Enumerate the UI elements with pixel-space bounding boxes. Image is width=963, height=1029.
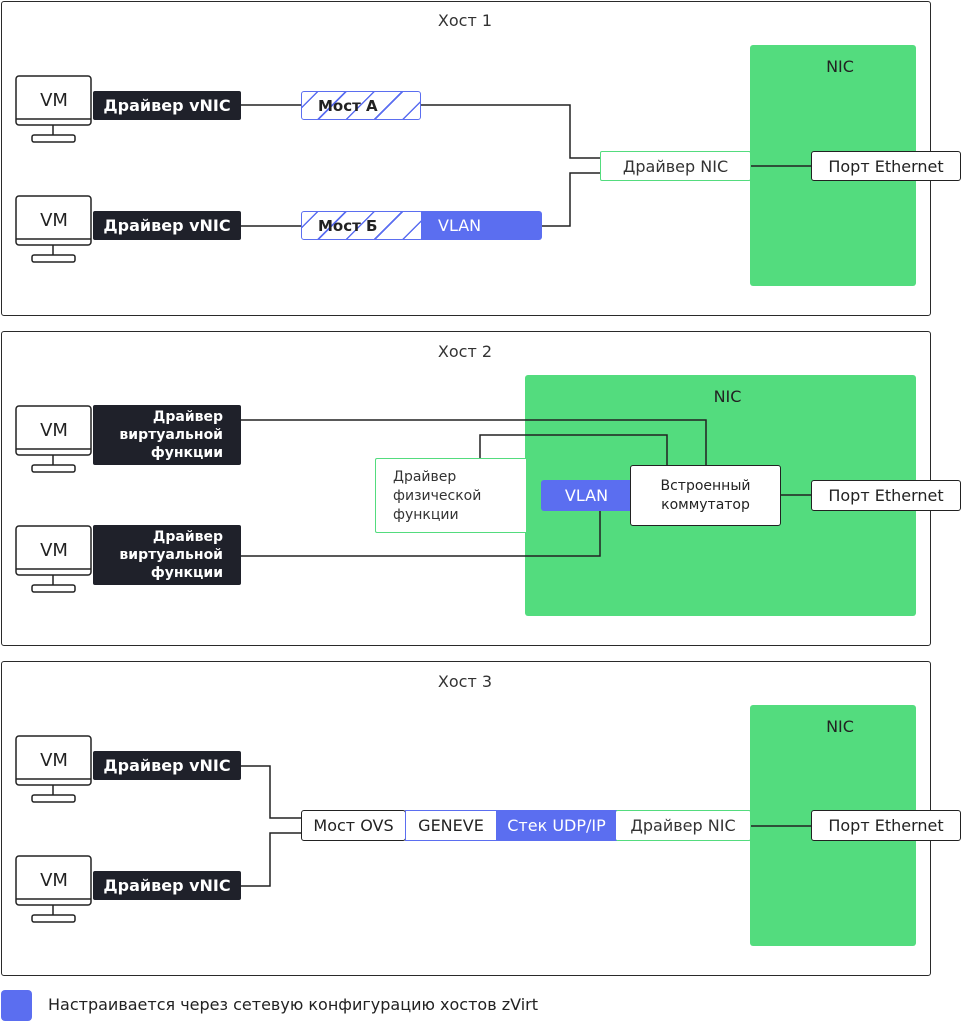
legend-swatch	[1, 990, 32, 1021]
vm-label: VM	[40, 870, 68, 891]
vm-label: VM	[40, 540, 68, 561]
vm-monitor-icon	[15, 855, 93, 925]
vf-driver-line: виртуальной	[119, 547, 223, 563]
vm-monitor-icon	[15, 405, 93, 475]
vlan-box: VLAN	[421, 211, 542, 240]
vf-driver-line: функции	[150, 445, 223, 461]
bridge-a-label: Мост А	[318, 96, 378, 115]
nic-driver: Драйвер NIC	[600, 151, 751, 181]
vnic-driver: Драйвер vNIC	[93, 871, 241, 900]
ethernet-port: Порт Ethernet	[811, 151, 961, 181]
host-1-nic-title: NIC	[826, 57, 854, 76]
switch-line: коммутатор	[661, 496, 750, 513]
ethernet-port: Порт Ethernet	[811, 810, 961, 841]
geneve-box: GENEVE	[405, 810, 497, 841]
vf-driver-line: Драйвер	[152, 529, 223, 545]
pf-driver: Драйвер физической функции	[375, 458, 526, 533]
vm-monitor-icon	[15, 525, 93, 595]
host-2-title: Хост 2	[437, 342, 493, 361]
host-3-title: Хост 3	[437, 672, 493, 691]
vnic-driver: Драйвер vNIC	[93, 211, 241, 240]
bridge-b-label: Мост Б	[318, 216, 378, 235]
vf-driver-line: функции	[150, 565, 223, 581]
bridge-b: Мост Б	[301, 211, 423, 240]
host-3-nic-title: NIC	[826, 717, 854, 736]
vnic-driver: Драйвер vNIC	[93, 751, 241, 780]
udp-ip-stack: Стек UDP/IP	[496, 810, 617, 841]
pf-driver-line: Драйвер	[393, 469, 457, 485]
bridge-a: Мост А	[301, 91, 421, 120]
vm-monitor-icon	[15, 195, 93, 265]
vm-label: VM	[40, 750, 68, 771]
vm-label: VM	[40, 90, 68, 111]
vf-driver: Драйвер виртуальной функции	[93, 405, 241, 465]
vf-driver-line: виртуальной	[119, 427, 223, 443]
vf-driver: Драйвер виртуальной функции	[93, 525, 241, 585]
vf-driver-line: Драйвер	[152, 409, 223, 425]
ethernet-port: Порт Ethernet	[811, 480, 961, 511]
vm-label: VM	[40, 210, 68, 231]
legend-text: Настраивается через сетевую конфигурацию…	[48, 995, 539, 1014]
ovs-bridge: Мост OVS	[301, 810, 406, 841]
vm-monitor-icon	[15, 735, 93, 805]
vm-label: VM	[40, 420, 68, 441]
pf-driver-line: функции	[393, 507, 459, 523]
vm-monitor-icon	[15, 75, 93, 145]
pf-driver-line: физической	[393, 488, 482, 504]
vlan-box: VLAN	[541, 480, 632, 511]
nic-driver: Драйвер NIC	[616, 810, 751, 841]
host-2-nic-title: NIC	[713, 387, 742, 406]
switch-line: Встроенный	[660, 477, 751, 494]
host-1-title: Хост 1	[437, 11, 493, 30]
embedded-switch: Встроенный коммутатор	[630, 465, 781, 526]
vnic-driver: Драйвер vNIC	[93, 91, 241, 120]
